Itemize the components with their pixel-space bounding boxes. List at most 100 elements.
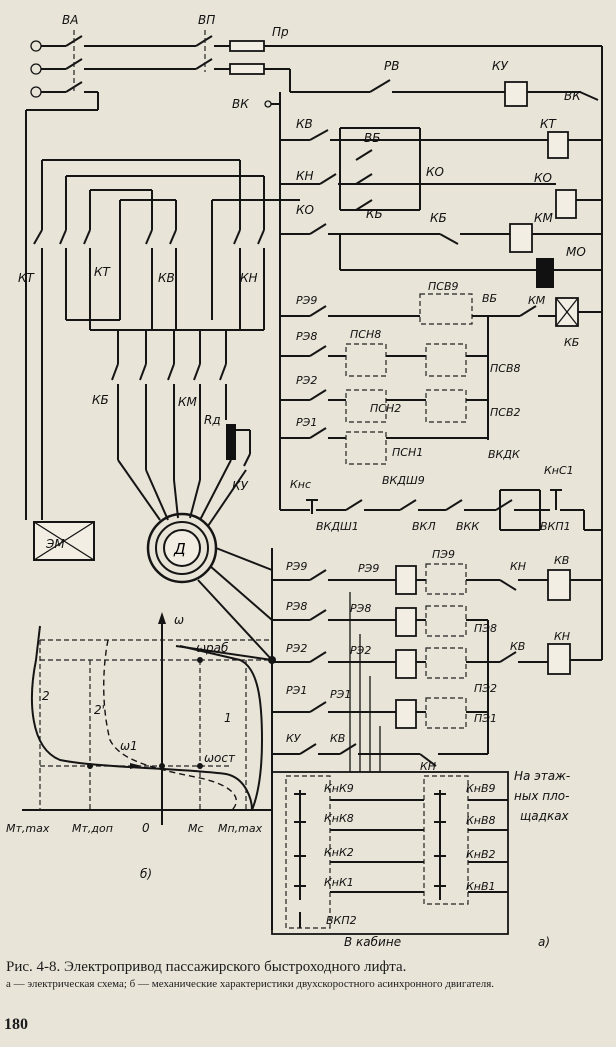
label-b-KN-coil: КН	[554, 630, 570, 643]
label-VK-left: ВК	[232, 97, 249, 111]
label-KN: КН	[296, 169, 314, 183]
label-KnV9: КнВ9	[466, 782, 496, 795]
label-floor-3: щадках	[520, 809, 570, 823]
label-RE2: РЭ2	[296, 374, 317, 387]
label-RE8: РЭ8	[296, 330, 317, 343]
label-VKDK: ВКДК	[488, 448, 521, 461]
label-KV-c: КВ	[158, 271, 175, 285]
label-Pr: Пр	[272, 25, 289, 39]
label-VKP2: ВКП2	[326, 914, 357, 927]
label-PSV2: ПСВ2	[490, 406, 521, 419]
control-circuit-lower: РЭ9 РЭ9 ПЭ9 КН КВ РЭ8 РЭ8 ПЭ8 КН РЭ2 РЭ2…	[271, 548, 602, 949]
label-PE1: ПЭ1	[474, 712, 497, 725]
label-KB-coil: КБ	[564, 336, 579, 349]
caption-title: Рис. 4-8. Электропривод пассажирского бы…	[6, 959, 407, 975]
label-curve2p: 2'	[94, 703, 105, 717]
label-b-KV: КВ	[554, 554, 569, 567]
label-b-KV2: КВ	[510, 640, 525, 653]
power-circuit: Д ЭМ КТ КТ КВ КН КБ КМ Rд КУ	[18, 92, 300, 661]
label-PE8: ПЭ8	[474, 622, 497, 635]
label-RV: РВ	[384, 59, 399, 73]
label-b-KN3: КН	[420, 760, 436, 773]
label-KB: КБ	[366, 207, 383, 221]
label-KnK9: КнК9	[324, 782, 354, 795]
control-circuit-upper: КВ КТ ВБ КН КО КО КО КБ КБ КМ МО	[264, 92, 602, 510]
label-PSN2: ПСН2	[370, 402, 401, 415]
label-RE9: РЭ9	[296, 294, 317, 307]
label-KnS1: КнС1	[544, 464, 574, 477]
label-VKDSh1: ВКДШ1	[316, 520, 359, 533]
label-b-RE1b: РЭ1	[330, 688, 351, 701]
caption-subtitle: а — электрическая схема; б — механически…	[6, 978, 495, 990]
label-b-KV3: КВ	[330, 732, 345, 745]
label-Mt-dop: Mт,доп	[72, 822, 113, 835]
label-b-KN: КН	[510, 560, 526, 573]
label-KnK8: КнК8	[324, 812, 354, 825]
label-b-RE2b: РЭ2	[350, 644, 371, 657]
label-KnS: Кнс	[290, 478, 311, 491]
label-Mt-max: Mт,max	[6, 822, 50, 835]
label-KnV2: КнВ2	[466, 848, 496, 861]
label-KO: КО	[426, 165, 444, 179]
label-omega-ost: ωост	[204, 751, 236, 765]
label-Mc: Mc	[188, 822, 204, 835]
label-omega-rab: ωраб	[196, 641, 229, 655]
label-floor-2: ных пло-	[514, 789, 569, 803]
label-omega1: ω1	[120, 739, 138, 753]
label-VKK: ВКК	[456, 520, 480, 533]
label-KnK1: КнК1	[324, 876, 354, 889]
label-VKL: ВКЛ	[412, 520, 436, 533]
label-KM-2: КМ	[528, 294, 546, 307]
label-PE2: ПЭ2	[474, 682, 497, 695]
label-b-RE9: РЭ9	[286, 560, 307, 573]
label-PSV9: ПСВ9	[428, 280, 459, 293]
label-KT-b: КТ	[94, 265, 112, 279]
label-VP: ВП	[198, 13, 215, 27]
label-curve2: 2	[42, 689, 50, 703]
label-b-RE8b: РЭ8	[350, 602, 371, 615]
label-EM: ЭМ	[45, 537, 65, 551]
label-b-RE2: РЭ2	[286, 642, 307, 655]
label-b-RE9b: РЭ9	[358, 562, 379, 575]
page-number: 180	[4, 1016, 28, 1033]
label-b-RE8: РЭ8	[286, 600, 307, 613]
label-b-RE1: РЭ1	[286, 684, 307, 697]
motor-label: Д	[173, 540, 186, 558]
label-KV: КВ	[296, 117, 313, 131]
cabin-buttons	[294, 793, 306, 896]
label-VA: ВА	[62, 13, 78, 27]
label-Mp-max: Mп,max	[218, 822, 263, 835]
label-Rd: Rд	[204, 413, 221, 427]
label-PSN1: ПСН1	[392, 446, 423, 459]
supply-section: ВА ВП Пр РВ КУ ВК ВК	[30, 13, 603, 660]
label-PSN8: ПСН8	[350, 328, 381, 341]
label-VKP1: ВКП1	[540, 520, 571, 533]
label-floor-1: На этаж-	[514, 769, 570, 783]
control-circuit-middle: РЭ9 ПСВ9 ВБ КМ КБ РЭ8 ПСН8 ПСВ8 РЭ2 ПСН2…	[280, 280, 602, 533]
label-KnV8: КнВ8	[466, 814, 496, 827]
label-b-KU: КУ	[286, 732, 302, 745]
label-KM-coil: КМ	[534, 211, 554, 225]
label-KU-top: КУ	[492, 59, 509, 73]
label-KO-coil: КО	[534, 171, 552, 185]
label-VKDSh9: ВКДШ9	[382, 474, 425, 487]
label-KO-2: КО	[296, 203, 314, 217]
label-PE9: ПЭ9	[432, 548, 455, 561]
label-MO: МО	[566, 245, 586, 259]
label-KT-a: КТ	[18, 271, 36, 285]
mechanical-characteristics: ω ωраб ω1 ωост 1 2 2' Mт,max Mт,доп 0 Mc…	[6, 612, 276, 881]
label-VB-2: ВБ	[482, 292, 497, 305]
label-KT-coil: КТ	[540, 117, 558, 131]
label-KB-c: КБ	[92, 393, 109, 407]
label-in-cabin: В кабине	[344, 935, 401, 949]
label-PSV8: ПСВ8	[490, 362, 521, 375]
label-omega: ω	[174, 613, 184, 627]
label-KU-c: КУ	[232, 479, 249, 493]
figure-caption: Рис. 4-8. Электропривод пассажирского бы…	[6, 958, 610, 991]
label-zero: 0	[142, 821, 150, 835]
label-KM-c: КМ	[178, 395, 198, 409]
label-VK-right: ВК	[564, 89, 581, 103]
electrical-schematic: ВА ВП Пр РВ КУ ВК ВК КВ КТ ВБ КН КО	[6, 13, 603, 949]
label-KB-2: КБ	[430, 211, 447, 225]
label-part-b: б)	[140, 867, 152, 881]
